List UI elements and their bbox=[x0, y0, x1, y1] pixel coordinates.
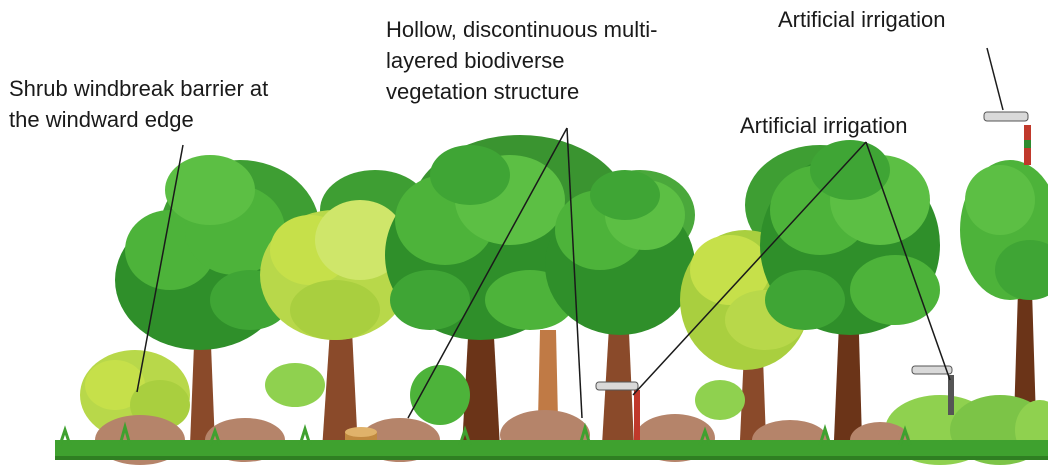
label-hollow-vegetation-structure: Hollow, discontinuous multi- layered bio… bbox=[386, 14, 746, 107]
tree-icon bbox=[960, 160, 1048, 300]
label-artificial-irrigation-middle: Artificial irrigation bbox=[740, 110, 1000, 141]
label-shrub-windbreak: Shrub windbreak barrier at the windward … bbox=[9, 73, 349, 135]
leader-line-irrigation-top bbox=[987, 48, 1003, 110]
tree-icon bbox=[385, 145, 575, 340]
label-artificial-irrigation-top: Artificial irrigation bbox=[778, 4, 1048, 35]
